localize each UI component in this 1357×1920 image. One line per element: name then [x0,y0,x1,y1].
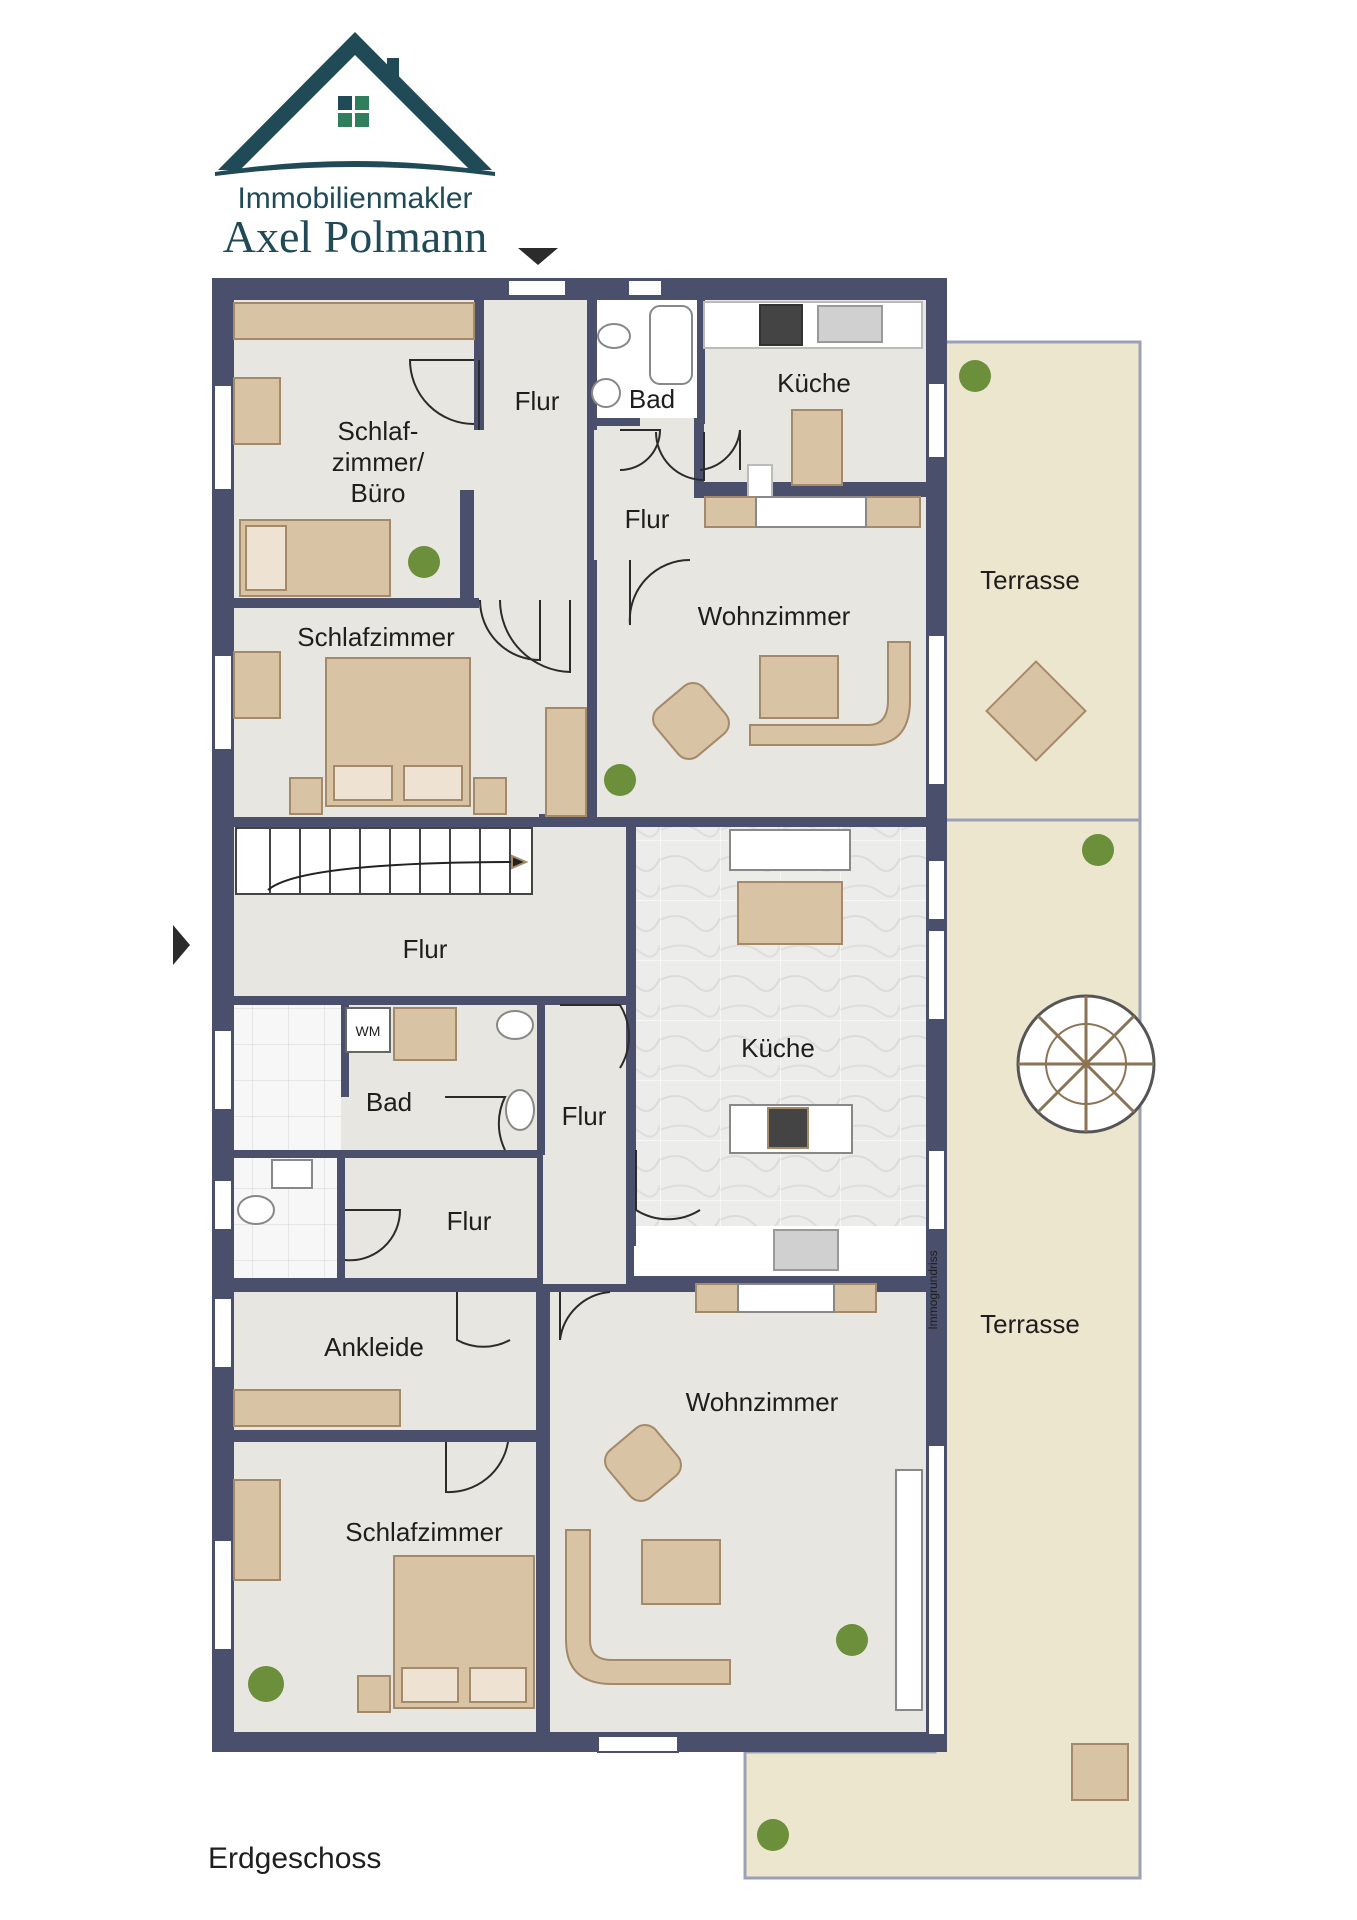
wardrobe [233,302,475,340]
stove-icon [759,304,803,346]
bathtub [649,305,693,385]
cabinet [545,707,587,817]
washing-machine [345,1007,391,1053]
wardrobe [233,1389,401,1427]
logo-line1: Immobilienmakler [237,182,472,215]
room-label: Schlafzimmer [345,1517,503,1547]
plant-icon [604,764,636,796]
room-label: Küche [741,1033,815,1063]
room-label: Flur [447,1206,492,1236]
floor-label: Erdgeschoss [208,1842,382,1875]
room-labels: Schlaf- zimmer/ Büro Flur Bad Küche Flur… [297,368,1080,1547]
watermark: Immogrundriss [926,1250,940,1329]
doors [344,359,741,1494]
room-label: Flur [403,934,448,964]
room-label: Wohnzimmer [686,1387,839,1417]
plant-icon [408,546,440,578]
toilet [505,1089,535,1131]
furniture [233,301,1156,1801]
plant-icon [1082,834,1114,866]
coffee-table [759,655,839,719]
sink [591,378,621,408]
sideboard [729,829,851,871]
dining-table [791,409,843,486]
company-logo: Immobilienmakler Axel Polmann [215,32,495,262]
armchair [604,1424,682,1502]
logo-window-icon [338,96,369,127]
cooktop-icon [767,1107,809,1149]
room-label: Schlaf- [338,416,419,446]
room-label: Küche [777,368,851,398]
armchair [652,682,730,760]
room-label: Bad [366,1087,412,1117]
room-label: Terrasse [980,1309,1080,1339]
sink-icon [817,305,883,343]
room-label: zimmer/ [332,447,425,477]
plant-icon [959,360,991,392]
room-label: Schlafzimmer [297,622,455,652]
room-label: Flur [515,386,560,416]
desk [233,377,281,445]
plant-icon [836,1624,868,1656]
room-label: Terrasse [980,565,1080,595]
plant-icon [757,1819,789,1851]
wm-label: WM [356,1023,381,1039]
room-label: Wohnzimmer [698,601,851,631]
toilet [496,1010,534,1040]
coffee-table [641,1539,721,1605]
logo-roof [218,32,492,170]
sideboard [895,1469,923,1711]
desk [233,651,281,719]
room-label: Bad [629,384,675,414]
terrace-table [1071,1743,1129,1801]
sink-icon [773,1229,839,1271]
entrance-arrow-left [173,925,190,965]
room-label: Ankleide [324,1332,424,1362]
sofa [749,641,911,746]
logo-line2: Axel Polmann [223,211,487,262]
plant-icons [248,360,1114,1851]
sofa [565,1529,731,1685]
staircase [235,827,533,895]
windows [213,279,946,1753]
entrance-arrow-top [518,248,558,265]
parasol-icon [1016,994,1156,1134]
room-label: Flur [562,1101,607,1131]
desk [233,1479,281,1581]
interior-walls [234,300,947,1732]
sink [271,1159,313,1189]
terrace-table [985,660,1087,762]
dining-table [737,881,843,945]
toilet [597,323,631,349]
room-label: Flur [625,504,670,534]
plant-icon [248,1666,284,1702]
room-label: Büro [351,478,406,508]
toilet [237,1195,275,1225]
